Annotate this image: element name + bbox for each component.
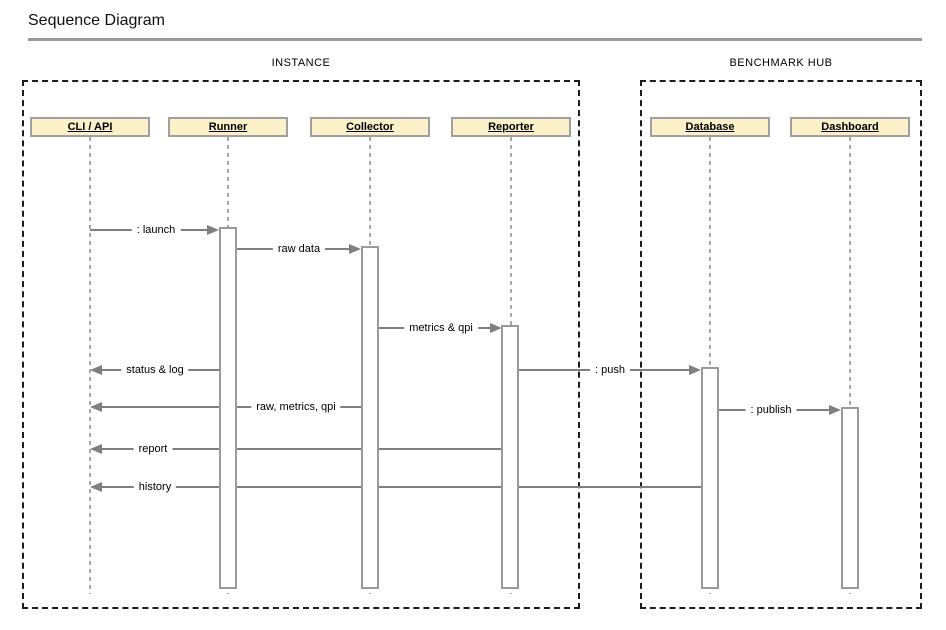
arrowhead-icon (689, 365, 701, 375)
activation-bar-dashboard (841, 407, 859, 589)
message-report-line (102, 448, 502, 450)
lifeline-head-runner: Runner (168, 117, 288, 137)
lifeline-dashboard (849, 137, 851, 594)
page-title: Sequence Diagram (28, 12, 165, 29)
message-metrics-qpi-label: metrics & qpi (404, 321, 478, 335)
arrowhead-icon (207, 225, 219, 235)
frame-label-instance: INSTANCE (271, 57, 331, 69)
lifeline-head-collector: Collector (310, 117, 430, 137)
activation-bar-database (701, 367, 719, 589)
arrowhead-icon (90, 365, 102, 375)
arrowhead-icon (90, 402, 102, 412)
arrowhead-icon (90, 482, 102, 492)
lifeline-database (709, 137, 711, 594)
lifeline-head-cli-api: CLI / API (30, 117, 150, 137)
lifeline-head-dashboard: Dashboard (790, 117, 910, 137)
lifeline-head-database: Database (650, 117, 770, 137)
message-push-label: : push (590, 363, 630, 377)
message-publish-label: : publish (745, 403, 797, 417)
lifeline-head-reporter: Reporter (451, 117, 571, 137)
arrowhead-icon (349, 244, 361, 254)
title-rule (28, 38, 922, 41)
frame-label-benchmark-hub: BENCHMARK HUB (729, 57, 833, 69)
frame-instance (22, 80, 580, 609)
message-history-line (102, 486, 701, 488)
arrowhead-icon (829, 405, 841, 415)
message-launch-label: : launch (131, 223, 181, 237)
message-raw-metrics-qpi-label: raw, metrics, qpi (251, 400, 341, 414)
frame-benchmark-hub (640, 80, 922, 609)
message-report-label: report (133, 442, 173, 456)
message-history-label: history (133, 480, 177, 494)
arrowhead-icon (90, 444, 102, 454)
message-raw-data-label: raw data (272, 242, 326, 256)
activation-bar-reporter (501, 325, 519, 589)
message-status-log-label: status & log (121, 363, 189, 377)
arrowhead-icon (490, 323, 502, 333)
activation-bar-collector (361, 246, 379, 589)
activation-bar-runner (219, 227, 237, 589)
